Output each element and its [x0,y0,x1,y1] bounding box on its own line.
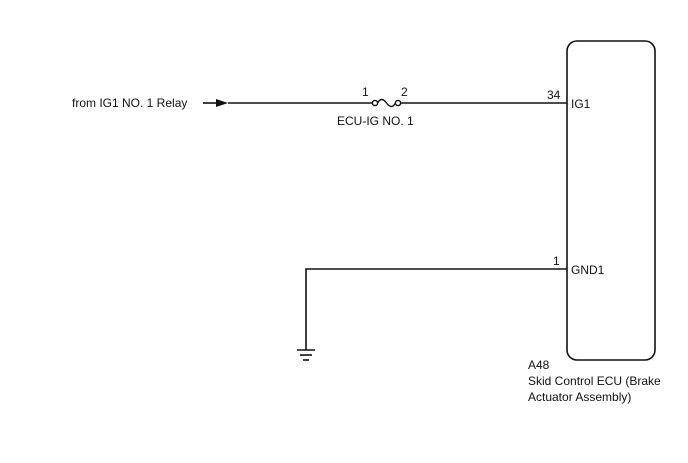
source-label: from IG1 NO. 1 Relay [72,96,187,110]
gnd1-terminal-pin: 1 [553,254,560,268]
fuse-pin-out: 2 [401,85,408,99]
ig1-terminal-pin: 34 [547,88,561,102]
gnd1-terminal-name: GND1 [571,263,605,277]
gnd1-wire [305,268,567,350]
fuse-icon [371,98,402,108]
fuse-name: ECU-IG NO. 1 [337,114,414,128]
fuse-pin-in: 1 [362,85,369,99]
ecu-box [566,40,656,361]
source-arrow-icon [203,99,228,107]
ig1-terminal-name: IG1 [571,97,591,111]
ecu-connector-id: A48 [528,358,550,372]
ecu-name-line1: Skid Control ECU (Brake [528,374,661,388]
ecu-name-line2: Actuator Assembly) [528,390,631,404]
ground-icon [297,349,315,361]
